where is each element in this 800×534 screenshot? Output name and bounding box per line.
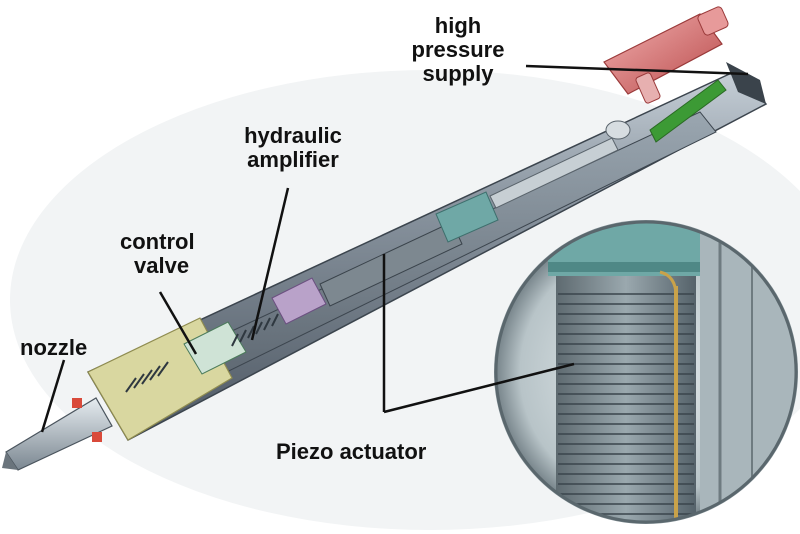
label-line: amplifier [247,147,339,172]
amplifier-spring [231,313,279,347]
green-fuel-line [649,79,727,143]
label-line: pressure [411,37,505,62]
label-high-pressure-supply: high pressure supply [400,14,516,86]
label-control-valve: control valve [120,230,220,278]
callout-lines [40,64,749,433]
label-line: supply [422,61,494,86]
label-hydraulic-amplifier: hydraulic amplifier [228,124,358,172]
label-nozzle: nozzle [20,335,88,360]
callout-high-pressure [525,64,749,76]
nozzle-spring [125,361,169,393]
callout-control-valve [158,291,198,355]
injector-body [2,62,768,471]
label-line: control [120,229,195,254]
callout-hydraulic-amplifier [250,187,290,341]
connecting-rod [489,137,619,209]
label-line: hydraulic [244,123,342,148]
high-pressure-connector [603,6,729,104]
seal-right [92,432,102,442]
hydraulic-amplifier-piston [271,277,327,325]
piezo-stack-body [319,221,463,307]
callout-nozzle [40,359,66,433]
callout-piezo-right [383,362,575,414]
rod-head [605,120,631,140]
piezo-magnified-view [494,220,798,524]
piezo-disc-layers [558,293,694,515]
teal-coupling [435,191,499,243]
label-line: valve [134,253,190,278]
label-piezo-actuator: Piezo actuator [276,439,427,464]
control-valve-block [183,321,247,375]
label-line: high [434,13,482,38]
seal-left [72,398,82,408]
